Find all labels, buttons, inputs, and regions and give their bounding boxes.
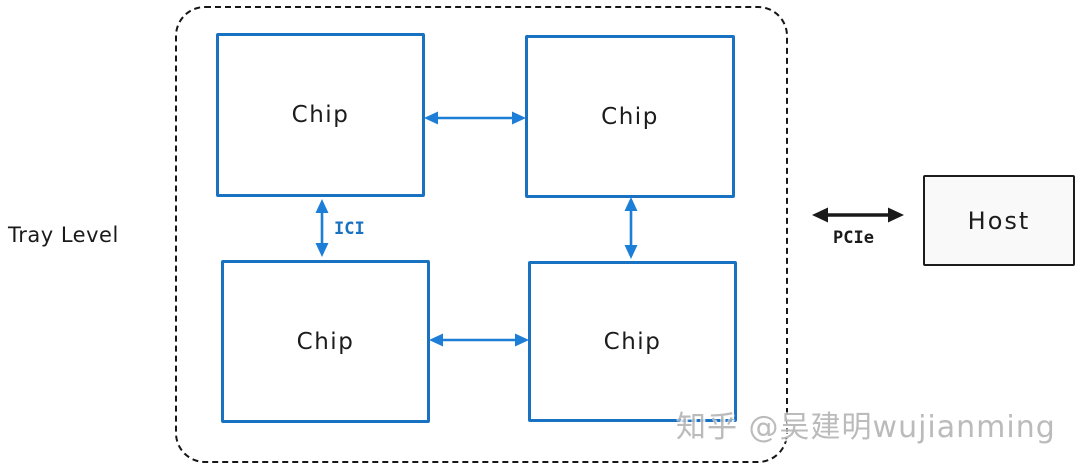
tray-boundary <box>175 6 788 463</box>
chip-box-bottom-left: Chip <box>221 260 430 423</box>
chip-box-top-right: Chip <box>525 35 735 198</box>
host-label: Host <box>967 206 1031 235</box>
chip-label: Chip <box>296 328 355 355</box>
chip-label: Chip <box>603 328 662 355</box>
chip-box-bottom-right: Chip <box>528 261 737 422</box>
pcie-label: PCIe <box>833 228 874 248</box>
chip-label: Chip <box>291 102 350 128</box>
ici-label: ICI <box>334 219 365 239</box>
tray-level-label: Tray Level <box>8 223 119 247</box>
ici-arrow-bottom-horizontal <box>429 333 529 347</box>
ici-arrow-top-horizontal <box>424 111 526 125</box>
chip-box-top-left: Chip <box>216 33 425 197</box>
pcie-arrow-horizontal <box>812 207 904 223</box>
watermark-text: 知乎 @吴建明wujianming <box>676 410 1056 445</box>
chip-label: Chip <box>601 103 659 130</box>
ici-arrow-left-vertical <box>315 199 329 257</box>
ici-arrow-right-vertical <box>624 197 638 259</box>
host-box: Host <box>923 175 1075 266</box>
